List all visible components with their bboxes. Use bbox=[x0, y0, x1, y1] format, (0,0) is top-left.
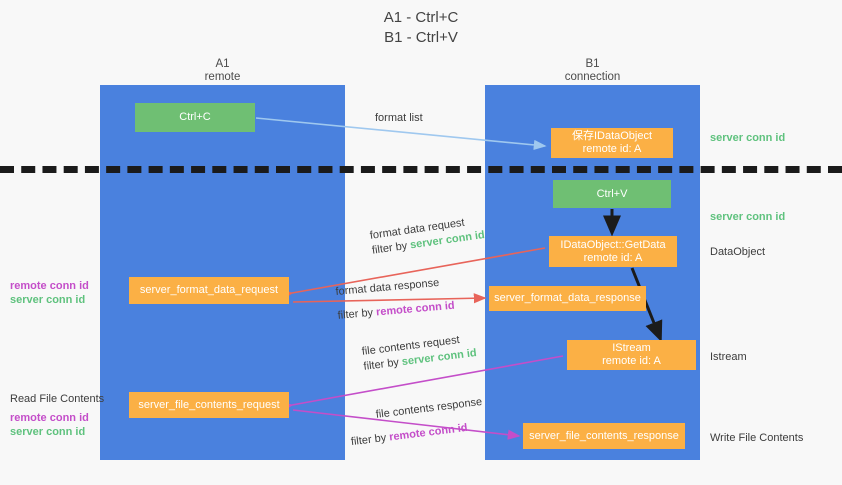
left-label-remote-conn-id-1: remote conn id bbox=[10, 280, 89, 292]
page-title: A1 - Ctrl+C B1 - Ctrl+V bbox=[0, 8, 842, 48]
left-label-read-file-contents-text: Read File Contents bbox=[10, 393, 105, 405]
left-label-server-conn-id-1: server conn id bbox=[10, 294, 86, 306]
edge-label-format-list-text: format list bbox=[375, 112, 423, 124]
box-getdata-line1: IDataObject::GetData bbox=[560, 238, 666, 251]
edge-label-format-list: format list bbox=[375, 111, 423, 125]
edge-label-format-data-request-prefix: filter by bbox=[371, 239, 412, 257]
left-label-remote-conn-id-2: remote conn id bbox=[10, 412, 89, 424]
box-istream-line2: remote id: A bbox=[602, 355, 661, 367]
box-save-idataobject-line2: remote id: A bbox=[582, 143, 642, 155]
box-ctrl-c[interactable]: Ctrl+C bbox=[135, 103, 255, 132]
left-label-conn-ids-lower: remote conn id server conn id bbox=[10, 411, 89, 439]
box-ctrl-v[interactable]: Ctrl+V bbox=[553, 180, 671, 208]
box-server-format-data-response[interactable]: server_format_data_response bbox=[489, 286, 646, 311]
title-line-2: B1 - Ctrl+V bbox=[384, 29, 458, 46]
title-line-1: A1 - Ctrl+C bbox=[383, 9, 459, 26]
right-label-server-conn-id-top-text: server conn id bbox=[710, 132, 786, 144]
right-label-dataobject-text: DataObject bbox=[710, 246, 766, 258]
edge-label-file-contents-response-line1: file contents response bbox=[375, 395, 483, 421]
right-label-server-conn-id-mid: server conn id bbox=[710, 210, 785, 224]
box-idataobject-getdata[interactable]: IDataObject::GetData remote id: A bbox=[549, 236, 677, 267]
box-server-format-data-request[interactable]: server_format_data_request bbox=[129, 277, 289, 304]
edge-label-file-contents-request: file contents request filter by server c… bbox=[361, 331, 478, 375]
lane-b1-name: B1 bbox=[585, 58, 600, 70]
edge-label-format-data-response: format data response filter by remote co… bbox=[335, 275, 455, 324]
edge-label-format-data-response-prefix: filter by bbox=[337, 306, 377, 322]
edge-label-file-contents-response-key: remote conn id bbox=[388, 421, 469, 444]
box-istream[interactable]: IStream remote id: A bbox=[567, 340, 696, 370]
box-ctrl-c-label: Ctrl+C bbox=[179, 111, 211, 123]
right-label-dataobject: DataObject bbox=[710, 245, 765, 259]
right-label-server-conn-id-mid-text: server conn id bbox=[710, 211, 786, 223]
lane-a1-sub: remote bbox=[204, 71, 241, 83]
right-label-istream-text: Istream bbox=[710, 351, 747, 363]
box-save-idataobject-line1: 保存IDataObject bbox=[571, 130, 653, 142]
right-label-write-file-contents-text: Write File Contents bbox=[710, 432, 804, 444]
box-server-format-data-response-label: server_format_data_response bbox=[494, 292, 641, 304]
edge-label-format-data-response-line1: format data response bbox=[335, 276, 440, 298]
edge-label-file-contents-response-prefix: filter by bbox=[350, 431, 390, 449]
lane-header-b1: B1 connection bbox=[485, 58, 700, 84]
left-label-read-file-contents: Read File Contents bbox=[10, 392, 104, 406]
box-server-file-contents-request[interactable]: server_file_contents_request bbox=[129, 392, 289, 418]
right-label-istream: Istream bbox=[710, 350, 747, 364]
box-istream-line1: IStream bbox=[612, 342, 651, 354]
lane-b1-sub: connection bbox=[564, 71, 621, 83]
box-server-file-contents-response[interactable]: server_file_contents_response bbox=[523, 423, 685, 449]
box-server-format-data-request-label: server_format_data_request bbox=[139, 284, 279, 296]
edge-label-format-data-response-key: remote conn id bbox=[375, 299, 456, 319]
right-label-write-file-contents: Write File Contents bbox=[710, 431, 803, 445]
box-server-file-contents-response-label: server_file_contents_response bbox=[529, 429, 679, 442]
edge-label-file-contents-request-prefix: filter by bbox=[362, 356, 403, 373]
right-label-server-conn-id-top: server conn id bbox=[710, 131, 785, 145]
box-save-idataobject[interactable]: 保存IDataObject remote id: A bbox=[551, 128, 673, 158]
box-ctrl-v-label: Ctrl+V bbox=[596, 187, 628, 200]
divider-dashed-line bbox=[0, 166, 842, 173]
left-label-conn-ids-upper: remote conn id server conn id bbox=[10, 279, 89, 307]
lane-header-a1: A1 remote bbox=[100, 58, 345, 84]
lane-a1-name: A1 bbox=[215, 58, 230, 70]
box-server-file-contents-request-label: server_file_contents_request bbox=[138, 398, 280, 411]
box-getdata-line2: remote id: A bbox=[583, 251, 643, 264]
left-label-server-conn-id-2: server conn id bbox=[10, 426, 86, 438]
edge-label-format-data-request: format data request filter by server con… bbox=[369, 213, 486, 259]
edge-label-file-contents-response: file contents response filter by remote … bbox=[350, 395, 486, 448]
